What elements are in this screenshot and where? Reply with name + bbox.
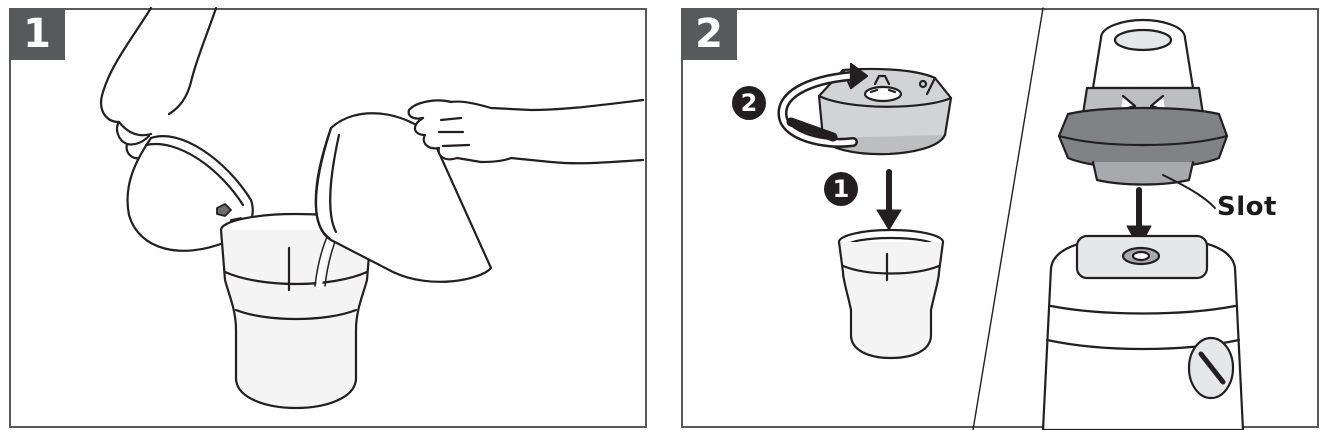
step-1-panel: 1: [9, 6, 647, 428]
liquid-pitcher: [314, 112, 493, 283]
down-arrow-icon: [876, 169, 902, 231]
step-indicator-place: 1: [824, 172, 858, 206]
motor-base: [1041, 234, 1245, 430]
step-indicator-rotate: 2: [732, 86, 766, 120]
small-cup: [837, 228, 945, 360]
step-2-panel: 2: [681, 7, 1319, 430]
curved-arrow-icon: [777, 62, 869, 148]
assembled-cup: [1057, 18, 1229, 186]
step-number-badge: 1: [9, 8, 65, 60]
slot-label: Slot: [1217, 192, 1277, 222]
step-number-badge: 2: [681, 8, 737, 60]
pouring-illustration: [100, 6, 645, 410]
assembly-illustration: [777, 7, 1245, 430]
slot-pointer: [1162, 174, 1216, 209]
panel-divider: [972, 7, 1044, 430]
left-arm-outline: [100, 6, 153, 137]
